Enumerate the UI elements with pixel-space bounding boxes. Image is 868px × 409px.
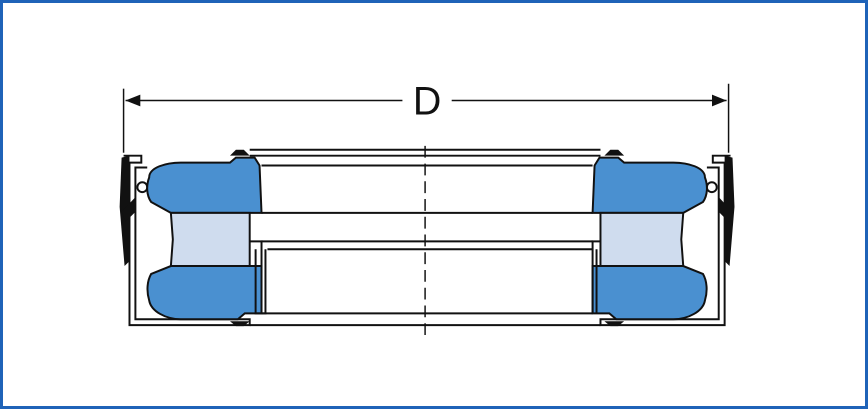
right-upper-seal (591, 156, 708, 214)
bearing-seal-cross-section: D (119, 79, 735, 336)
dimension-d: D (122, 79, 730, 153)
right-garter-spring (705, 181, 718, 194)
right-lower-seal (591, 265, 708, 321)
left-seal-assembly (119, 149, 267, 327)
right-outer-case (599, 154, 731, 327)
right-seal-assembly (591, 149, 735, 327)
left-lower-seal (146, 265, 263, 321)
dimension-label: D (413, 79, 441, 123)
left-outer-case (123, 154, 251, 327)
right-insert (599, 211, 685, 268)
left-insert (169, 211, 251, 268)
shaft-lines (249, 148, 601, 327)
left-upper-seal (146, 156, 263, 214)
left-garter-spring (136, 181, 149, 194)
